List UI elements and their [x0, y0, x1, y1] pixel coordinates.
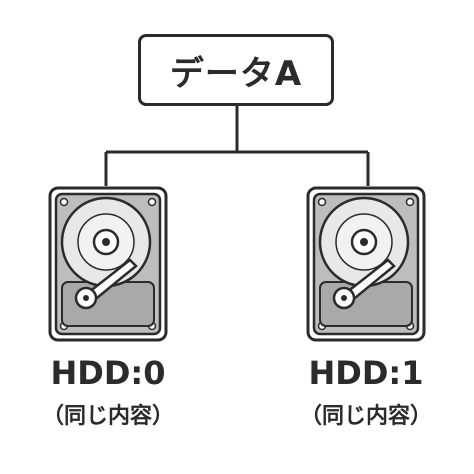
data-node-label: データA — [169, 53, 303, 94]
data-node: データA — [138, 34, 334, 106]
drive-0-name: HDD:0 — [50, 354, 166, 392]
drive-1-name: HDD:1 — [308, 354, 424, 392]
drive-1-note: （同じ内容） — [299, 404, 432, 429]
hard-drive-icon — [48, 186, 168, 342]
hard-drive-icon — [306, 186, 426, 342]
drive-0-note: （同じ内容） — [41, 404, 174, 429]
